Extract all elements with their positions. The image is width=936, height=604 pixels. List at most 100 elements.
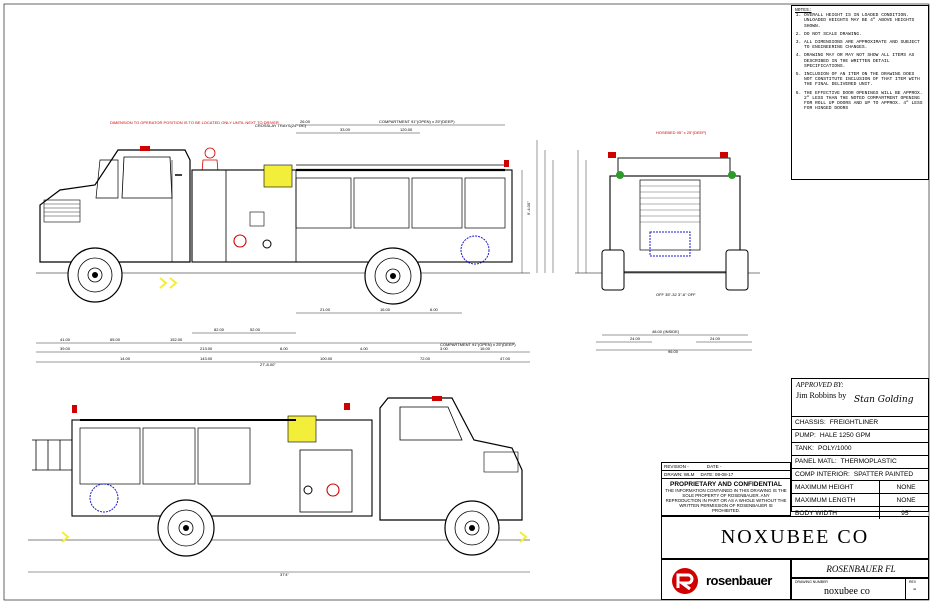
spec-row: COMP INTERIOR:SPATTER PAINTED: [792, 469, 928, 482]
spec-table: APPROVED BY: Jim Robbins by Stan Golding…: [791, 378, 929, 520]
customer-name: NOXUBEE CO: [661, 516, 929, 559]
bottom-length-label: 37'4": [280, 572, 289, 577]
dimension-label: 39.00: [60, 346, 71, 351]
rear-beacon-icon: [504, 160, 509, 167]
spec-row: PUMP:HALE 1250 GPM: [792, 430, 928, 443]
overall-height-label: 9'-4.00": [526, 201, 531, 215]
spec-row: PANEL MATL:THERMOPLASTIC: [792, 456, 928, 469]
revision-label: REVISION -: [664, 464, 689, 469]
rear-left-label: 24.00: [630, 336, 641, 341]
note-item: OVERALL HEIGHT IS IN LOADED CONDITION. U…: [804, 13, 925, 29]
dimension-label: 26.00: [300, 119, 311, 124]
compartment-1: [295, 177, 352, 229]
compartment-4: [464, 177, 506, 229]
rear-wheel-bottom: [157, 499, 215, 557]
wheel-note-label: OFF 35"-32 3"-6" OFF: [656, 292, 696, 297]
dimension-label: 65.00: [110, 337, 121, 342]
drawing-number-label: DRAWING NUMBER: [795, 580, 828, 584]
rosenbauer-logo-icon: [672, 568, 698, 594]
revision-date-label: DATE -: [706, 464, 722, 469]
approval-name: Jim Robbins by: [796, 391, 847, 400]
note-item: DO NOT SCALE DRAWING.: [804, 32, 925, 37]
note-item: THE EFFECTIVE DOOR OPENINGS WILL BE APPR…: [804, 91, 925, 112]
operator-note: DIMENSION TO OPERATOR POSITION IS TO BE …: [110, 120, 279, 125]
rev-value: -: [913, 584, 917, 595]
approval-block: APPROVED BY: Jim Robbins by Stan Golding: [792, 379, 928, 417]
note-item: DRAWING MAY OR MAY NOT SHOW ALL ITEMS AS…: [804, 53, 925, 69]
front-wheel-bottom: [444, 500, 500, 556]
side-view-top: 27'-8.00" COMPARTMENT 91"(OPEN) x 25"(DE…: [36, 119, 554, 367]
compartment-3: [411, 177, 463, 229]
spec-row: CHASSIS:FREIGHTLINER: [792, 417, 928, 430]
compartment-top-label: COMPARTMENT 91"(OPEN) x 25"(DEEP): [379, 119, 455, 124]
overall-length-label: 27'-8.00": [260, 362, 276, 367]
front-wheel-top: [67, 247, 123, 303]
rear-wheel-top: [364, 247, 422, 305]
dimension-label: 100.00: [320, 356, 333, 361]
note-item: ALL DIMENSIONS ARE APPROXIMATE AND SUBJE…: [804, 40, 925, 50]
dimension-label: 14.00: [120, 356, 131, 361]
drawing-number-value: noxubee co: [824, 586, 870, 597]
rear-rollup-door: [639, 179, 701, 251]
dimension-label: 3.00: [440, 346, 449, 351]
dimension-label: 21.00: [320, 307, 331, 312]
notes-list: OVERALL HEIGHT IS IN LOADED CONDITION. U…: [795, 13, 925, 111]
drawing-border: [3, 3, 930, 601]
rear-beacon-bottom-icon: [72, 405, 77, 413]
side-view-bottom: 37'4": [28, 396, 530, 577]
rear-width-label: 96.00: [668, 349, 679, 354]
dimension-label: 16.00: [480, 346, 491, 351]
notes-heading: NOTES:: [795, 8, 812, 13]
model-name: ROSENBAUER FL: [826, 563, 896, 574]
dimension-label: 82.00: [214, 327, 225, 332]
revision-block: REVISION - DATE - DRAWN: WLM DATE: 08-08…: [661, 462, 791, 516]
rear-center-label: 48.00 (INSIDE): [652, 329, 680, 334]
rear-view: 96.00 24.00 24.00 48.00 (INSIDE) HOSEBED…: [575, 130, 760, 354]
drawn-by: DRAWN: WLM: [664, 472, 695, 477]
dimension-label: 120.00: [400, 127, 413, 132]
dimension-label: 6.00: [430, 307, 439, 312]
approval-signature: Stan Golding: [854, 395, 914, 405]
hose-bed-label: HOSEBED 95" x 25"(DEEP): [656, 130, 707, 135]
dimension-label: 213.00: [200, 346, 213, 351]
dimension-label: 52.00: [250, 327, 261, 332]
spec-row: TANK:POLY/1000: [792, 443, 928, 456]
note-item: INCLUSION OF AN ITEM ON THE DRAWING DOES…: [804, 72, 925, 88]
hood-grille: [43, 199, 81, 223]
rear-body: [609, 175, 741, 273]
proprietary-title: PROPRIETARY AND CONFIDENTIAL: [670, 481, 782, 488]
ladder-storage-icon: [460, 235, 490, 265]
beacon-light-icon: [140, 146, 150, 151]
notes-box: NOTES: OVERALL HEIGHT IS IN LOADED CONDI…: [791, 5, 929, 180]
compartment-2: [353, 177, 410, 229]
crosslay-tray: [263, 164, 293, 188]
cab-outline: [39, 149, 191, 263]
model-cell: [791, 559, 929, 578]
proprietary-text: THE INFORMATION CONTAINED IN THIS DRAWIN…: [665, 488, 787, 513]
dimension-label: 47.00: [500, 356, 511, 361]
crosslay-label: CROSSLAY TRAYS(24" OC): [255, 123, 307, 128]
compartment-lower-label: COMPARTMENT 91"(OPEN) x 25"(DEEP): [440, 342, 516, 347]
approval-label: APPROVED BY:: [796, 381, 844, 389]
dimension-label: 8.00: [280, 346, 289, 351]
drawn-date: DATE: 08-08-17: [700, 472, 734, 477]
dimension-label: 143.00: [200, 356, 213, 361]
dimension-label: 33.00: [340, 127, 351, 132]
pump-intake-icon: [233, 234, 247, 248]
drawing-number-block: DRAWING NUMBER noxubee co REV -: [791, 578, 929, 600]
cab-side-window: [95, 159, 119, 199]
dimension-label: 41.00: [60, 337, 71, 342]
rear-right-label: 24.00: [710, 336, 721, 341]
dimension-label: 72.00: [420, 356, 431, 361]
logo-wordmark: rosenbauer: [706, 573, 772, 588]
dimension-label: 152.00: [170, 337, 183, 342]
dimension-label: 16.00: [380, 307, 391, 312]
rev-label: REV: [909, 580, 917, 584]
dimension-label: 4.00: [360, 346, 369, 351]
apparatus-body: [191, 169, 513, 263]
company-logo: rosenbauer: [661, 559, 791, 600]
